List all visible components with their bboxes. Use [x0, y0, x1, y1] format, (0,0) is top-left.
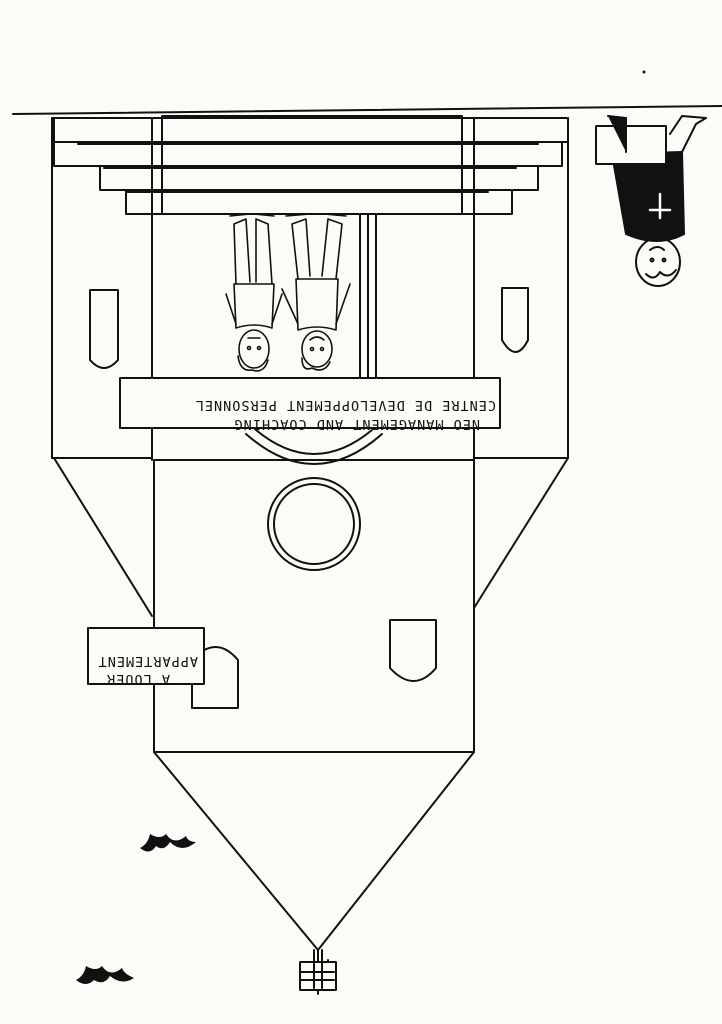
person-right-icon	[225, 213, 283, 372]
priest-figure-icon	[595, 115, 707, 287]
left-wing-window	[501, 287, 529, 353]
cross-icon	[299, 949, 337, 995]
tower-window-left	[389, 619, 437, 682]
centre-sign	[119, 377, 501, 429]
apartment-sign	[87, 627, 205, 685]
right-wing-roof	[53, 457, 153, 617]
centre-sign-line2: NEO MANAGEMENT AND COACHING	[234, 416, 480, 432]
church-tower	[153, 459, 475, 753]
bat-icon	[140, 834, 196, 852]
rose-window	[267, 477, 361, 571]
church-entrance	[53, 115, 569, 465]
bat-icon-2	[76, 966, 134, 984]
ink-speck	[642, 70, 646, 74]
apartment-sign-text: APPARTEMENT A LOUER	[98, 653, 198, 687]
church-spire	[153, 751, 475, 951]
centre-sign-line1: CENTRE DE DEVELOPPEMENT PERSONNEL	[195, 397, 496, 413]
person-left-icon	[281, 213, 351, 371]
apartment-sign-line1: APPARTEMENT	[98, 653, 198, 669]
apartment-sign-line2: A LOUER	[106, 671, 170, 687]
ground-line	[12, 105, 722, 115]
right-wing-window	[89, 289, 119, 369]
centre-sign-text: CENTRE DE DEVELOPPEMENT PERSONNEL NEO MA…	[195, 397, 496, 432]
left-wing-roof	[473, 457, 569, 609]
